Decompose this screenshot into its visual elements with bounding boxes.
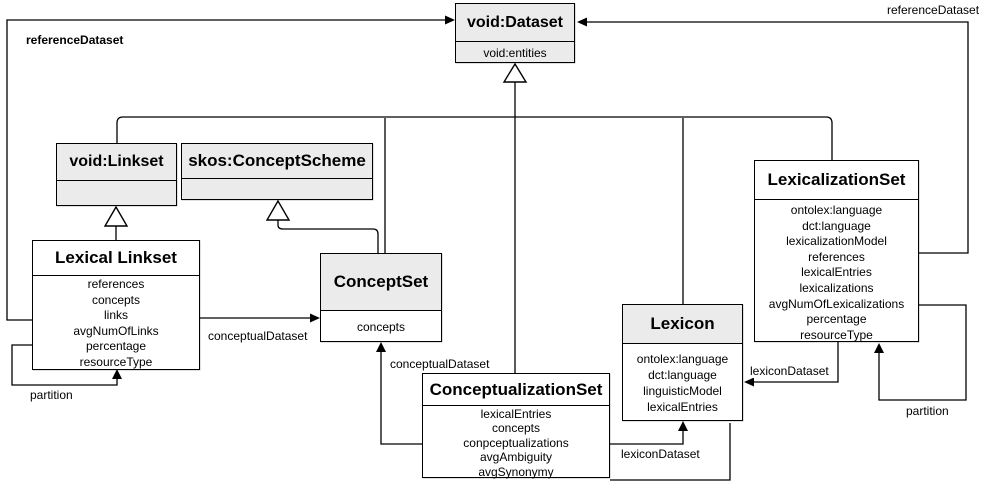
generalization-triangle-void-dataset — [502, 62, 528, 83]
class-title-void-dataset: void:Dataset — [456, 4, 574, 42]
class-attribute: lexicalizationModel — [786, 234, 887, 249]
class-attribute: references — [87, 277, 145, 291]
edge-label-lexicon-dataset-right: lexiconDataset — [749, 364, 830, 378]
class-attribute: dct:language — [802, 218, 871, 233]
class-attribute: concepts — [491, 421, 541, 436]
generalization-triangle-void-linkset — [103, 205, 129, 227]
class-attribute: references — [808, 249, 865, 264]
class-attribute: avgNumOfLinks — [73, 323, 159, 338]
class-attribute: concepts — [91, 292, 141, 307]
generalization-triangle-skos-conceptscheme — [265, 199, 291, 221]
edge-label-lexicon-dataset-bottom: lexiconDataset — [620, 447, 701, 461]
class-attribute: ontolex:language — [636, 352, 729, 366]
edge-label-reference-dataset-left: referenceDataset — [25, 33, 125, 47]
class-attribute: percentage — [85, 339, 147, 354]
class-box-lexicalizationset: LexicalizationSet ontolex:language dct:l… — [754, 160, 919, 342]
class-title-void-linkset: void:Linkset — [57, 144, 176, 181]
edge-label-reference-dataset-right: referenceDataset — [886, 3, 981, 17]
class-attribute: ontolex:language — [790, 203, 883, 217]
class-title-skos-conceptscheme: skos:ConceptScheme — [182, 144, 372, 179]
association-reference-dataset-left — [6, 19, 447, 321]
class-attribute: links — [103, 308, 128, 323]
class-attribute: void:entities — [483, 45, 547, 60]
arrowhead-reference-dataset-left — [445, 15, 455, 25]
edge-label-conceptual-dataset-mid: conceptualDataset — [389, 357, 491, 371]
arrowhead-partition-right — [874, 343, 884, 353]
class-attribute: lexicalEntries — [801, 265, 872, 280]
class-title-lexical-linkset: Lexical Linkset — [33, 241, 199, 276]
class-attribute: resourceType — [79, 354, 153, 369]
class-box-skos-conceptscheme: skos:ConceptScheme — [181, 143, 373, 200]
generalization-branch-skos — [277, 220, 379, 253]
class-box-lexicon: Lexicon ontolex:language dct:language li… — [622, 304, 743, 421]
edge-label-partition-right: partition — [905, 404, 950, 418]
class-box-lexical-linkset: Lexical Linkset references concepts link… — [32, 240, 200, 370]
arrowhead-partition-left — [112, 369, 122, 379]
class-attribute: avgAmbiguity — [479, 450, 553, 465]
class-attribute: conpceptualizations — [463, 435, 569, 450]
arrowhead-lexicon-dataset-right — [744, 377, 754, 387]
association-lexicon-dataset-right — [753, 342, 839, 383]
arrowhead-conceptual-dataset-left — [310, 313, 320, 323]
class-attribute: linguisticModel — [643, 384, 722, 398]
class-title-conceptualizationset: ConceptualizationSet — [423, 374, 609, 406]
class-title-lexicon: Lexicon — [623, 305, 742, 344]
class-attribute: percentage — [806, 312, 867, 327]
class-attribute: lexicalizations — [799, 280, 874, 295]
association-lexicon-dataset-bottom — [610, 430, 684, 445]
class-attribute: avgSynonymy — [478, 464, 554, 479]
association-partition-left — [11, 344, 118, 386]
class-box-conceptset: ConceptSet concepts — [320, 253, 442, 342]
arrowhead-reference-dataset-right — [577, 17, 587, 27]
arrowhead-lexicon-dataset-bottom — [678, 421, 688, 431]
arrowhead-conceptual-dataset-mid — [376, 342, 386, 352]
edge-label-partition-left: partition — [29, 388, 74, 402]
class-attribute: resourceType — [800, 327, 873, 342]
edge-label-conceptual-dataset-left: conceptualDataset — [207, 329, 309, 343]
class-attribute: avgNumOfLexicalizations — [768, 296, 905, 311]
association-partition-right — [878, 304, 967, 401]
class-attribute: lexicalEntries — [647, 400, 718, 414]
association-lower-connector — [610, 423, 731, 481]
association-reference-dataset-right — [585, 21, 969, 254]
class-attribute: lexicalEntries — [480, 407, 552, 421]
class-box-conceptualizationset: ConceptualizationSet lexicalEntries conc… — [422, 373, 610, 479]
class-title-conceptset: ConceptSet — [321, 254, 441, 311]
class-title-lexicalizationset: LexicalizationSet — [755, 161, 918, 200]
class-attribute: concepts — [356, 319, 406, 334]
generalization-bus — [116, 116, 833, 160]
class-attribute: dct:language — [648, 368, 717, 382]
class-box-void-dataset: void:Dataset void:entities — [455, 3, 575, 63]
class-box-void-linkset: void:Linkset — [56, 143, 177, 206]
association-conceptual-dataset-mid — [380, 351, 422, 445]
